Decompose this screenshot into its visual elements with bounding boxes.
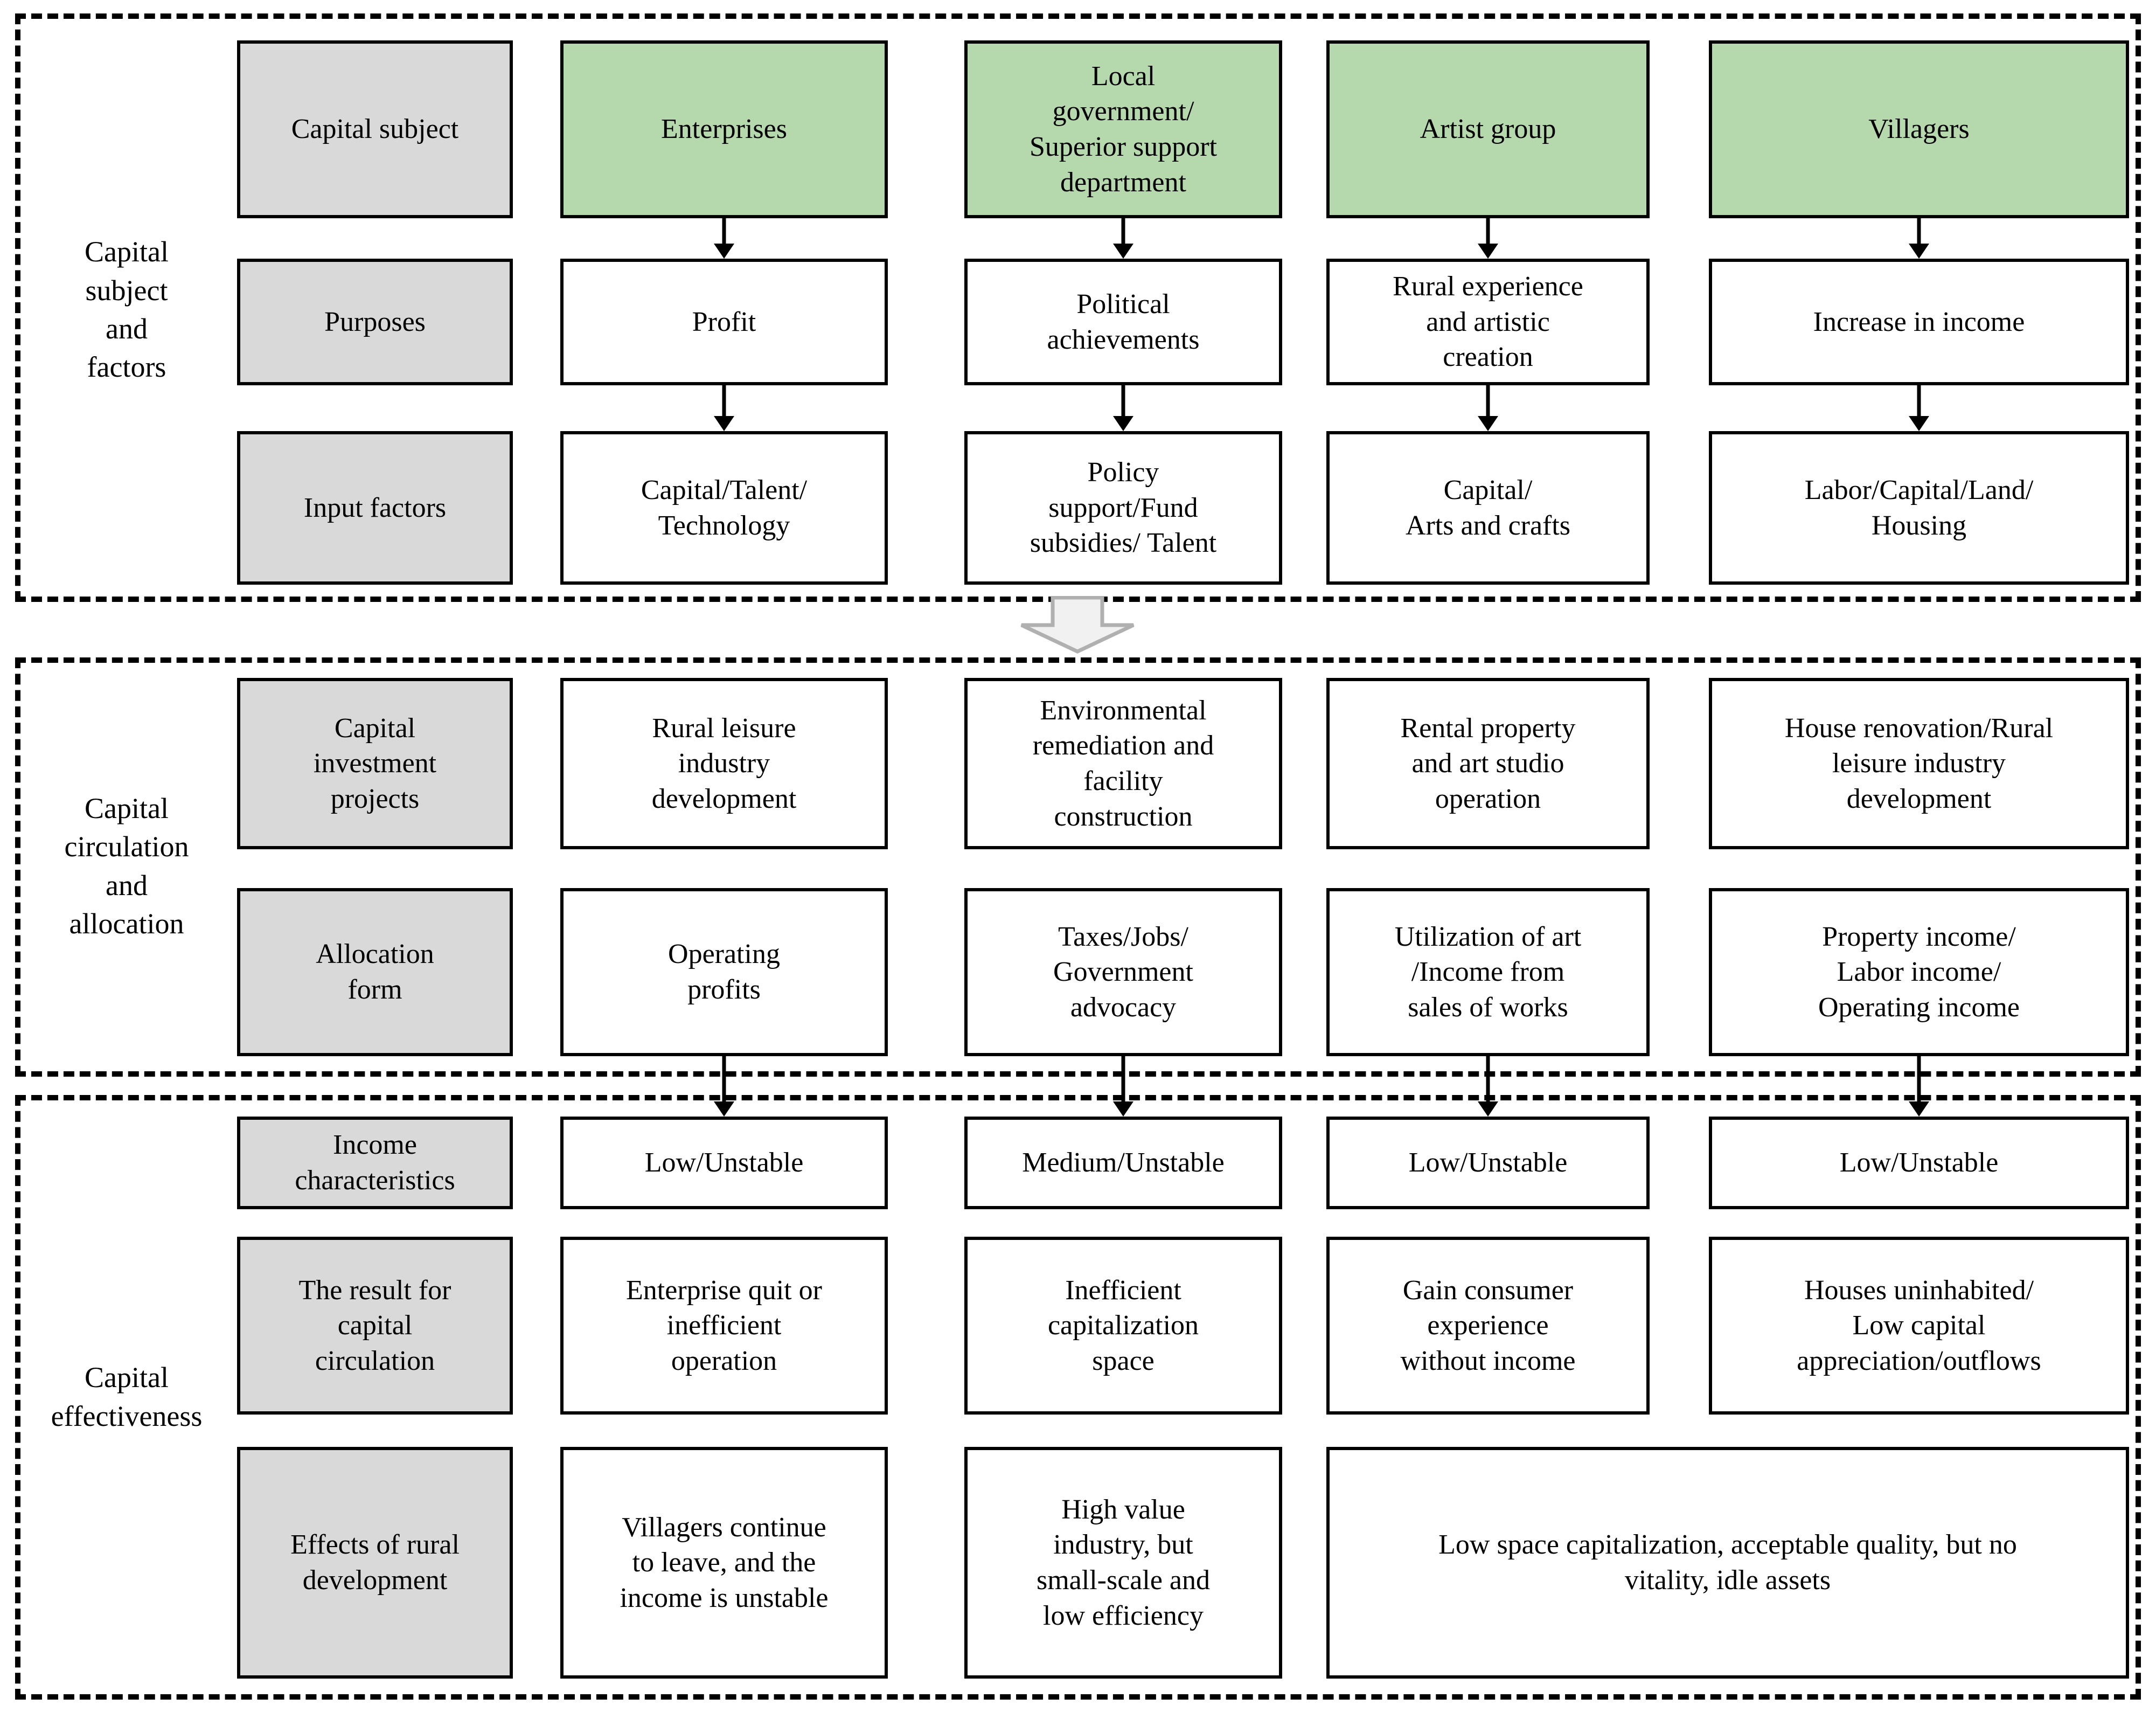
cell-inefficient-capitalization: Inefficient capitalization space: [964, 1237, 1282, 1415]
cell-profit: Profit: [560, 259, 888, 385]
cell-labor-capital-land-housing: Labor/Capital/Land/ Housing: [1709, 431, 2129, 585]
flow-arrow-icon: [1112, 385, 1134, 431]
row-label-allocation-form: Allocation form: [237, 888, 513, 1056]
cell-operating-profits: Operating profits: [560, 888, 888, 1056]
cell-low-space-capitalization-merged: Low space capitalization, acceptable qua…: [1326, 1447, 2129, 1679]
flow-arrow-icon: [1908, 385, 1930, 431]
section-capital-circulation-and-allocation: [15, 657, 2141, 1077]
cell-rental-property-studio: Rental property and art studio operation: [1326, 678, 1650, 849]
cell-capital-arts-crafts: Capital/ Arts and crafts: [1326, 431, 1650, 585]
flow-arrow-icon: [1477, 385, 1499, 431]
row-label-income-characteristics: Income characteristics: [237, 1117, 513, 1209]
cell-local-government: Local government/ Superior support depar…: [964, 40, 1282, 218]
cell-utilization-of-art: Utilization of art /Income from sales of…: [1326, 888, 1650, 1056]
cell-villagers: Villagers: [1709, 40, 2129, 218]
section-label-capital-effectiveness: Capital effectiveness: [51, 1361, 203, 1432]
cell-low-unstable-1: Low/Unstable: [560, 1117, 888, 1209]
row-label-purposes: Purposes: [237, 259, 513, 385]
row-label-result-for-capital-circulation: The result for capital circulation: [237, 1237, 513, 1415]
cell-medium-unstable: Medium/Unstable: [964, 1117, 1282, 1209]
cell-rural-leisure-development: Rural leisure industry development: [560, 678, 888, 849]
row-label-capital-investment-projects: Capital investment projects: [237, 678, 513, 849]
cell-environmental-remediation: Environmental remediation and facility c…: [964, 678, 1282, 849]
cell-villagers-leave: Villagers continue to leave, and the inc…: [560, 1447, 888, 1679]
cell-low-unstable-4: Low/Unstable: [1709, 1117, 2129, 1209]
row-label-capital-subject: Capital subject: [237, 40, 513, 218]
flow-arrow-icon: [1112, 1056, 1134, 1117]
flow-arrow-icon: [713, 385, 735, 431]
flow-arrow-icon: [1908, 1056, 1930, 1117]
cell-high-value-small-scale: High value industry, but small-scale and…: [964, 1447, 1282, 1679]
cell-rural-experience: Rural experience and artistic creation: [1326, 259, 1650, 385]
cell-house-renovation-development: House renovation/Rural leisure industry …: [1709, 678, 2129, 849]
flow-arrow-icon: [1112, 218, 1134, 259]
flow-arrow-icon: [713, 1056, 735, 1117]
cell-property-labor-operating-income: Property income/ Labor income/ Operating…: [1709, 888, 2129, 1056]
row-label-effects-of-rural-development: Effects of rural development: [237, 1447, 513, 1679]
flow-arrow-icon: [1908, 218, 1930, 259]
section-transition-arrow-icon: [1018, 595, 1137, 654]
section-capital-effectiveness: [15, 1095, 2141, 1700]
cell-gain-consumer-experience: Gain consumer experience without income: [1326, 1237, 1650, 1415]
cell-enterprises: Enterprises: [560, 40, 888, 218]
row-label-input-factors: Input factors: [237, 431, 513, 585]
cell-capital-talent-technology: Capital/Talent/ Technology: [560, 431, 888, 585]
cell-enterprise-quit: Enterprise quit or inefficient operation: [560, 1237, 888, 1415]
cell-artist-group: Artist group: [1326, 40, 1650, 218]
cell-political-achievements: Political achievements: [964, 259, 1282, 385]
section-label-capital-circulation-and-allocation: Capital circulation and allocation: [64, 792, 189, 940]
flow-arrow-icon: [1477, 1056, 1499, 1117]
cell-low-unstable-3: Low/Unstable: [1326, 1117, 1650, 1209]
cell-increase-in-income: Increase in income: [1709, 259, 2129, 385]
flow-arrow-icon: [713, 218, 735, 259]
section-label-capital-subject-and-factors: Capital subject and factors: [85, 235, 169, 384]
cell-houses-uninhabited: Houses uninhabited/ Low capital apprecia…: [1709, 1237, 2129, 1415]
cell-policy-support: Policy support/Fund subsidies/ Talent: [964, 431, 1282, 585]
flow-arrow-icon: [1477, 218, 1499, 259]
cell-taxes-jobs-advocacy: Taxes/Jobs/ Government advocacy: [964, 888, 1282, 1056]
